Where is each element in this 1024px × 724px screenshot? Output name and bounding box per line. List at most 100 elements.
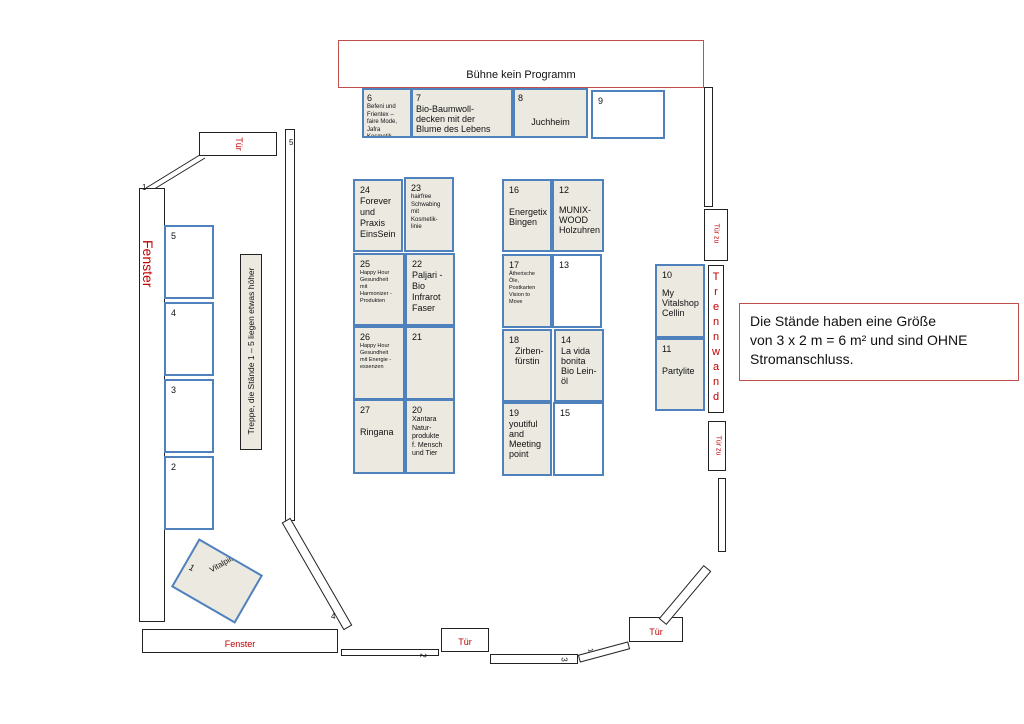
- booth-number: 12: [559, 185, 570, 195]
- booth-label: La vida bonita Bio Lein- öl: [561, 346, 597, 386]
- booth-16[interactable]: 16 Energetix Bingen: [502, 179, 552, 252]
- booth-label: Xantara Natur- produkte f. Mensch und Ti…: [412, 416, 443, 457]
- booth-label: Ringana: [360, 427, 394, 437]
- booth-number: 15: [560, 408, 571, 418]
- booth-number: 1: [187, 562, 197, 574]
- booth-label: Happy Hour Gesundheit mit Energie - esse…: [360, 343, 392, 370]
- booth-24[interactable]: 24 Forever und Praxis EinsSein: [353, 179, 403, 252]
- door-bottom-right-label: Tür: [649, 627, 663, 637]
- wall-right-lower: [718, 478, 726, 552]
- booth-label: Energetix Bingen: [509, 207, 548, 227]
- booth-25[interactable]: 25 Happy Hour Gesundheit mit Harmonizer …: [353, 253, 405, 326]
- booth-number: 10: [662, 270, 673, 280]
- booth-label: Bio-Baumwoll- decken mit der Blume des L…: [416, 104, 491, 134]
- door-right-closed-upper-label: Tür zu: [712, 223, 720, 244]
- door-bottom-center-label: Tür: [458, 637, 472, 647]
- booth-17[interactable]: 17 Ätherische Öle, Postkarten Vision to …: [502, 254, 552, 328]
- stage-label: Bühne kein Programm: [466, 69, 576, 81]
- wall-number-4: 4: [331, 612, 336, 621]
- booth-21[interactable]: 21: [405, 326, 455, 400]
- booth-15[interactable]: 15: [553, 402, 604, 476]
- booth-label: My Vitalshop Cellin: [662, 288, 699, 318]
- booth-number: 5: [171, 231, 177, 241]
- partition-letter: n: [712, 376, 720, 388]
- booth-3[interactable]: 3: [164, 379, 214, 453]
- booth-4[interactable]: 4: [164, 302, 214, 376]
- booth-12[interactable]: 12 MUNIX- WOOD Holzuhren: [552, 179, 604, 252]
- booth-number: 13: [559, 260, 570, 270]
- booth-7[interactable]: 7 Bio-Baumwoll- decken mit der Blume des…: [411, 88, 513, 138]
- booth-27[interactable]: 27 Ringana: [353, 399, 405, 474]
- partition-letter: n: [712, 316, 720, 328]
- booth-label: Partylite: [662, 366, 695, 376]
- partition-letter: r: [714, 286, 718, 298]
- door-right-closed-upper: Tür zu: [704, 209, 728, 261]
- booth-number: 3: [171, 385, 177, 395]
- booth-13[interactable]: 13: [552, 254, 602, 328]
- booth-11[interactable]: 11 Partylite: [655, 338, 705, 411]
- wall-2: [341, 649, 439, 656]
- wall-number-2: 2: [418, 653, 428, 658]
- partition-letter: n: [712, 331, 720, 343]
- partition-letter: d: [712, 391, 720, 403]
- booth-number: 20: [412, 405, 423, 415]
- angled-wall-topleft: [145, 152, 204, 189]
- booth-number: 8: [518, 93, 524, 103]
- booth-8[interactable]: 8 Juchheim: [513, 88, 588, 138]
- booth-number: 27: [360, 405, 371, 415]
- booth-number: 24: [360, 185, 371, 195]
- booth-18[interactable]: 18 Zirben- fürstin: [502, 329, 552, 402]
- booth-number: 16: [509, 185, 520, 195]
- booth-number: 9: [598, 96, 604, 106]
- booth-10[interactable]: 10 My Vitalshop Cellin: [655, 264, 705, 338]
- window-left-label: Fenster: [140, 240, 156, 288]
- stairs-label: Treppe, die Stände 1 – 5 liegen etwas hö…: [246, 267, 256, 435]
- wall-3: [490, 654, 578, 664]
- booth-label: Happy Hour Gesundheit mit Harmonizer - P…: [360, 270, 392, 304]
- stairs: [240, 254, 262, 450]
- booth-label: Forever und Praxis EinsSein: [360, 196, 396, 239]
- booth-23[interactable]: 23 hairfree Schwabing mit Kosmetik- lini…: [404, 177, 454, 252]
- booth-number: 23: [411, 183, 422, 193]
- booth-14[interactable]: 14 La vida bonita Bio Lein- öl: [554, 329, 604, 402]
- booth-2[interactable]: 2: [164, 456, 214, 530]
- partition-letter: T: [712, 271, 720, 283]
- wall-number-1-top: 1: [142, 183, 147, 192]
- door-bottom-right[interactable]: Tür: [629, 617, 683, 642]
- booth-label: Ätherische Öle, Postkarten Vision to Mov…: [509, 271, 536, 305]
- notice-line-3: Stromanschluss.: [750, 351, 854, 367]
- booth-26[interactable]: 26 Happy Hour Gesundheit mit Energie - e…: [353, 326, 405, 400]
- door-top-left-label: Tür: [234, 137, 244, 151]
- booth-number: 21: [412, 332, 423, 342]
- booth-number: 4: [171, 308, 177, 318]
- angled-wall-topleft-inner: [150, 157, 206, 192]
- partition-wall: T r e n n w a n d: [708, 265, 724, 413]
- booth-number: 6: [367, 93, 373, 103]
- partition-letter: e: [712, 301, 720, 313]
- booth-number: 26: [360, 332, 371, 342]
- wall-number-5: 5: [289, 138, 294, 147]
- booth-number: 22: [412, 259, 423, 269]
- booth-number: 7: [416, 93, 422, 103]
- wall-number-3: 3: [559, 657, 569, 662]
- booth-number: 25: [360, 259, 371, 269]
- booth-number: 18: [509, 335, 520, 345]
- booth-5[interactable]: 5: [164, 225, 214, 299]
- booth-20[interactable]: 20 Xantara Natur- produkte f. Mensch und…: [405, 399, 455, 474]
- notice-line-2: von 3 x 2 m = 6 m² und sind OHNE: [750, 332, 968, 348]
- booth-number: 11: [662, 344, 672, 354]
- booth-number: 2: [171, 462, 177, 472]
- door-right-closed-lower: Tür zu: [708, 421, 726, 471]
- booth-number: 17: [509, 260, 520, 270]
- partition-letter: w: [712, 346, 720, 358]
- wall-right-upper: [704, 87, 713, 207]
- booth-9[interactable]: 9: [591, 90, 665, 139]
- booth-6[interactable]: 6 Befeni und Frientex – faire Mode, Jafr…: [362, 88, 412, 138]
- booth-19[interactable]: 19 youtiful and Meeting point: [502, 402, 552, 476]
- booth-number: 14: [561, 335, 572, 345]
- booth-22[interactable]: 22 Paljari - Bio Infrarot Faser: [405, 253, 455, 326]
- partition-letter: a: [712, 361, 720, 373]
- door-top-left[interactable]: Tür: [199, 132, 277, 156]
- door-bottom-center[interactable]: Tür: [441, 628, 489, 652]
